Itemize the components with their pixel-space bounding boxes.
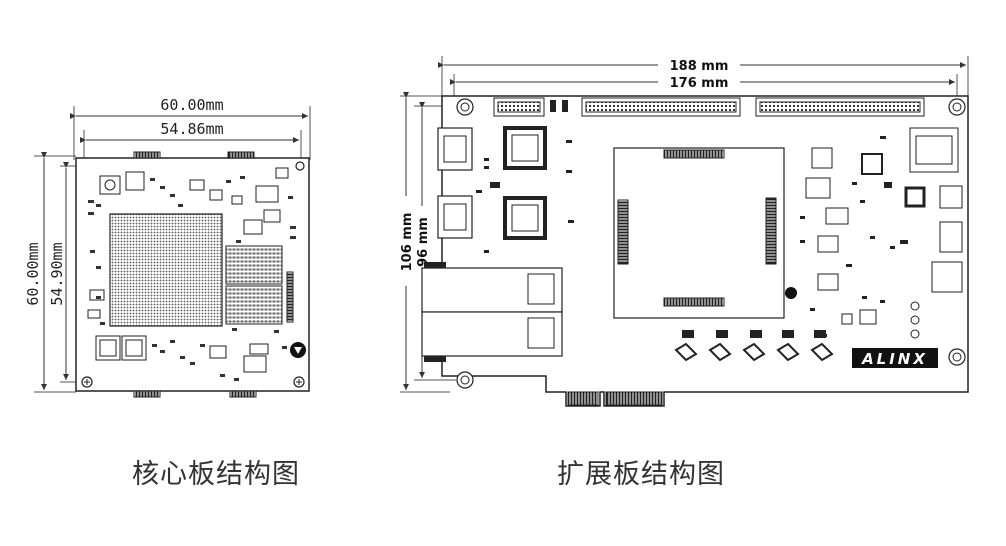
core-height-outer-label: 60.00mm xyxy=(24,242,42,305)
core-height-outer-dimension: 60.00mm xyxy=(24,152,76,393)
ext-height-outer-label: 106 mm xyxy=(400,213,415,272)
core-board-socket-area xyxy=(613,147,785,319)
core-mount-hole xyxy=(295,161,305,171)
core-width-inner-label: 54.86mm xyxy=(160,120,223,138)
ethernet-port xyxy=(909,127,959,173)
ext-height-inner-label: 96 mm xyxy=(416,217,431,267)
ext-width-outer-dimension: 188 mm xyxy=(438,56,969,120)
core-height-inner-label: 54.90mm xyxy=(48,242,66,305)
ext-mount-hole xyxy=(948,98,966,116)
ext-port xyxy=(437,127,473,171)
alinx-logo xyxy=(852,348,938,368)
core-fpga-bga xyxy=(109,213,223,327)
ext-mount-hole xyxy=(456,98,474,116)
sfp-cage xyxy=(421,267,563,313)
ext-width-inner-dimension: 176 mm xyxy=(450,74,958,120)
pcie-edge-fingers xyxy=(567,391,599,406)
ext-port xyxy=(437,195,473,239)
core-board-caption: 核心板结构图 xyxy=(132,459,300,490)
ext-board-drawing: 188 mm 176 mm 106 mm 96 mm xyxy=(400,56,969,407)
core-width-outer-dimension: 60.00mm xyxy=(70,96,311,160)
core-board-drawing: 60.00mm 54.86mm 60.00mm 54.90mm xyxy=(24,96,311,398)
led-row xyxy=(674,330,834,362)
ext-mount-hole xyxy=(456,371,474,389)
alinx-logo-text: ALINX xyxy=(861,350,928,368)
ext-width-outer-label: 188 mm xyxy=(670,59,729,74)
core-ddr-chip xyxy=(225,245,283,285)
ext-width-inner-label: 176 mm xyxy=(670,76,729,91)
core-width-outer-label: 60.00mm xyxy=(160,96,223,114)
ext-board-caption: 扩展板结构图 xyxy=(557,459,725,490)
ext-mount-hole xyxy=(948,348,966,366)
sfp-cage xyxy=(421,311,563,357)
core-ddr-chip xyxy=(225,285,283,325)
